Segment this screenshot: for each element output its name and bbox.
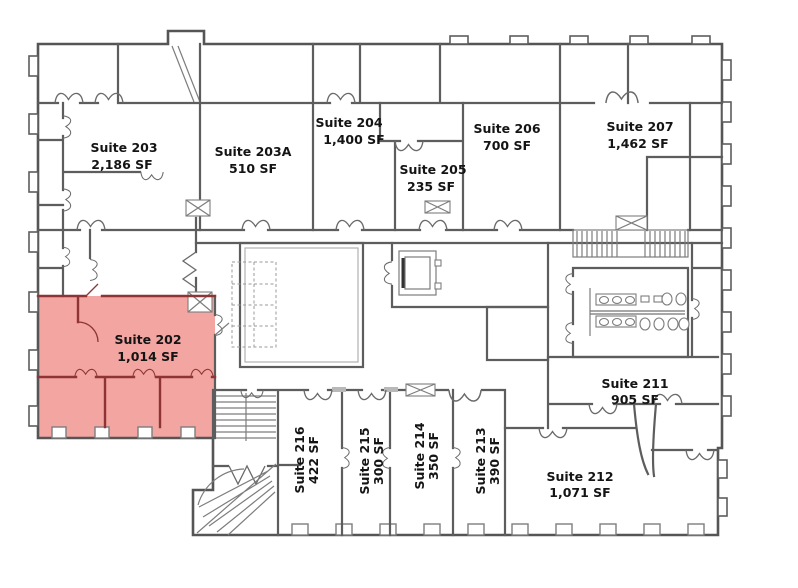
spiral-stairs-icon — [196, 463, 277, 536]
angled-wall — [171, 45, 201, 103]
elevator-icon — [398, 250, 442, 296]
suite-area: 1,400 SF — [323, 132, 384, 147]
suite-area: 1,462 SF — [607, 136, 668, 151]
suite-name: Suite 204 — [315, 115, 382, 130]
suite-205-label[interactable]: Suite 205 235 SF — [399, 162, 466, 194]
suite-name: Suite 203A — [215, 144, 292, 159]
elevator — [390, 241, 550, 362]
suite-name: Suite 205 — [399, 162, 466, 177]
suite-202-highlight — [38, 296, 215, 438]
suite-area: 390 SF — [487, 437, 502, 485]
sink-icons — [598, 295, 636, 327]
suite-206-label[interactable]: Suite 206 700 SF — [473, 121, 540, 153]
suite-area: 510 SF — [229, 161, 277, 176]
suite-area: 905 SF — [611, 392, 659, 407]
window-bays — [51, 426, 705, 536]
perimeter-pilasters — [28, 35, 732, 517]
toilet-icons — [639, 292, 690, 331]
suite-name: Suite 215 — [357, 427, 372, 494]
suite-name: Suite 216 — [292, 426, 307, 493]
suite-212-label[interactable]: Suite 212 1,071 SF — [546, 469, 613, 500]
door-swing-icons — [54, 91, 715, 469]
suite-name: Suite 214 — [412, 422, 427, 489]
suite-202-label[interactable]: Suite 202 1,014 SF — [114, 332, 181, 364]
suite-area: 2,186 SF — [91, 157, 152, 172]
suite-name: Suite 211 — [601, 376, 668, 391]
double-door-icon — [181, 251, 198, 289]
west-stairs-icon — [216, 393, 276, 486]
suite-202-walls — [36, 283, 230, 429]
suite-labels: Suite 203 2,186 SF Suite 203A 510 SF Sui… — [90, 115, 673, 500]
suite-area: 422 SF — [306, 436, 321, 484]
interior-walls — [36, 42, 724, 537]
suite-name: Suite 202 — [114, 332, 181, 347]
vent-shaft-icons — [185, 199, 648, 397]
suite-area: 300 SF — [371, 437, 386, 485]
urinal-icons — [640, 295, 663, 303]
suite-name: Suite 206 — [473, 121, 540, 136]
suite-211-label[interactable]: Suite 211 905 SF — [601, 376, 668, 407]
suite-area: 1,014 SF — [117, 349, 178, 364]
suite-name: Suite 212 — [546, 469, 613, 484]
suite-203-label[interactable]: Suite 203 2,186 SF — [90, 140, 157, 172]
suite-203a-label[interactable]: Suite 203A 510 SF — [215, 144, 292, 176]
suite-214-label[interactable]: Suite 214 350 SF — [412, 422, 441, 489]
suite-213-label[interactable]: Suite 213 390 SF — [473, 427, 502, 494]
skylight-grid-icon — [231, 261, 277, 348]
suite-area: 1,071 SF — [549, 485, 610, 500]
restrooms — [571, 266, 690, 359]
double-door-icon — [228, 464, 266, 486]
suite-215-label[interactable]: Suite 215 300 SF — [357, 427, 386, 494]
suite-204-label[interactable]: Suite 204 1,400 SF — [315, 115, 384, 147]
suite-207-label[interactable]: Suite 207 1,462 SF — [606, 119, 673, 151]
suite-area: 350 SF — [426, 432, 441, 480]
suite-area: 700 SF — [483, 138, 531, 153]
building-outline — [36, 29, 724, 537]
suite-name: Suite 213 — [473, 427, 488, 494]
atrium — [231, 241, 365, 369]
suite-name: Suite 207 — [606, 119, 673, 134]
suite-area: 235 SF — [407, 179, 455, 194]
suite-216-label[interactable]: Suite 216 422 SF — [292, 426, 321, 493]
suite-name: Suite 203 — [90, 140, 157, 155]
